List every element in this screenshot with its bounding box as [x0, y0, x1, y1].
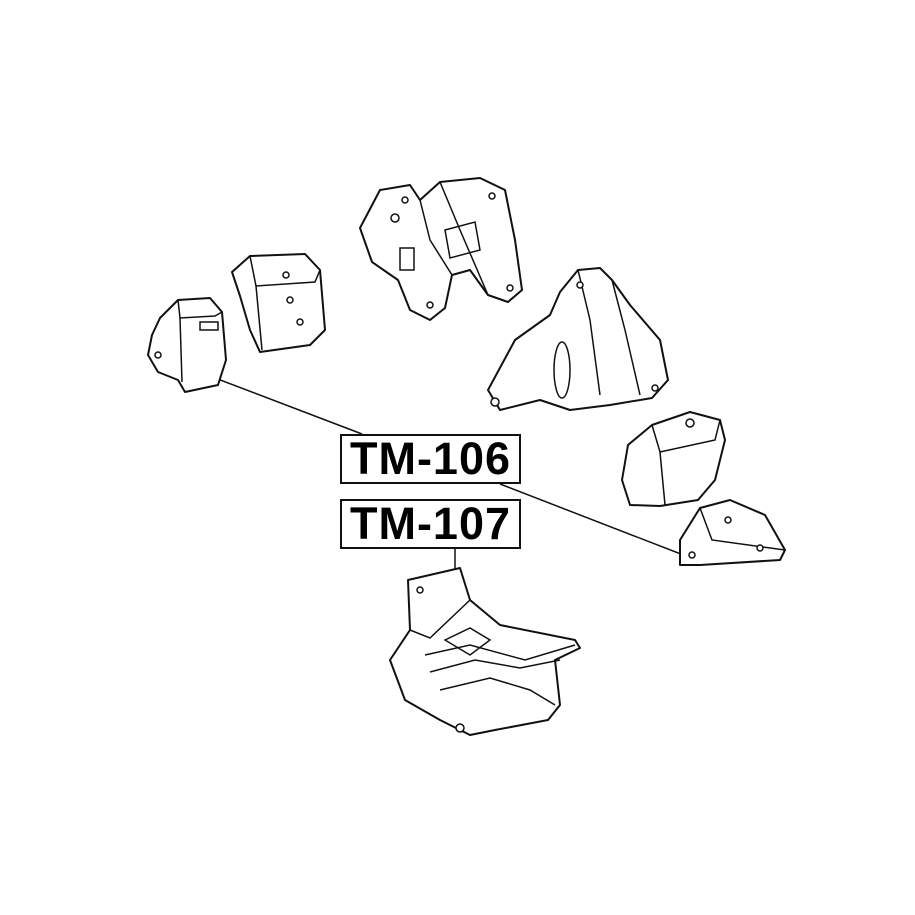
part-label-tm107: TM-107 [340, 499, 521, 549]
left-mount-part [147, 297, 227, 393]
rear-mount-part [389, 567, 581, 736]
leader-line-tm106-left [214, 377, 363, 435]
part-label-tm106: TM-106 [340, 434, 521, 484]
right-lower-mount-part [679, 499, 786, 566]
right-bracket-part [487, 267, 669, 411]
right-insulator-part [621, 411, 726, 507]
upper-bracket-part [359, 177, 523, 321]
insulator-part [231, 253, 326, 353]
leader-line-tm106-right [499, 483, 687, 557]
